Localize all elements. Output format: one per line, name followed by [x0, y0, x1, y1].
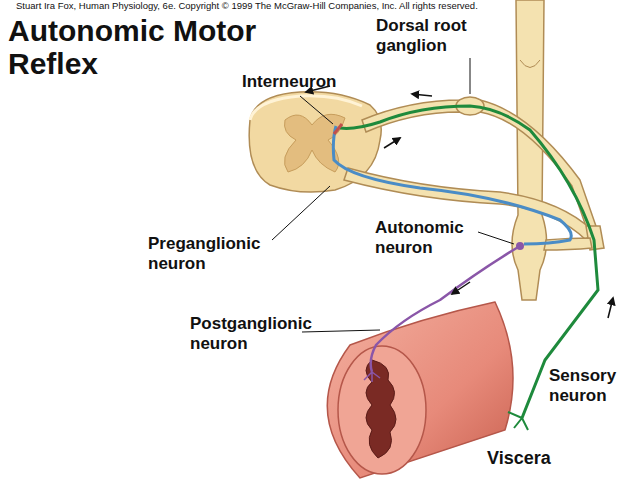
leader-line [478, 232, 514, 244]
part-label: Autonomic neuron [375, 218, 485, 257]
leader-line [272, 186, 330, 240]
leader-line [470, 58, 471, 94]
interneuron-fiber [334, 124, 342, 134]
leader-line [300, 96, 333, 124]
viscera-organ [327, 302, 513, 478]
copyright-note: Stuart Ira Fox, Human Physiology, 6e. Co… [16, 1, 478, 12]
lumen-wall [338, 346, 426, 474]
part-label: Interneuron [242, 72, 362, 92]
lumen [366, 360, 396, 458]
part-label: Postganglionic neuron [190, 314, 330, 353]
nerve-chain [512, 0, 547, 300]
figure-title: Autonomic Motor Reflex [8, 14, 283, 80]
postganglionic-fiber [371, 246, 520, 372]
part-label: Viscera [487, 448, 587, 469]
part-label: Dorsal root ganglion [376, 16, 506, 55]
part-label: Preganglionic neuron [148, 234, 288, 273]
leader-line [302, 330, 380, 332]
part-label: Sensory neuron [549, 366, 637, 405]
